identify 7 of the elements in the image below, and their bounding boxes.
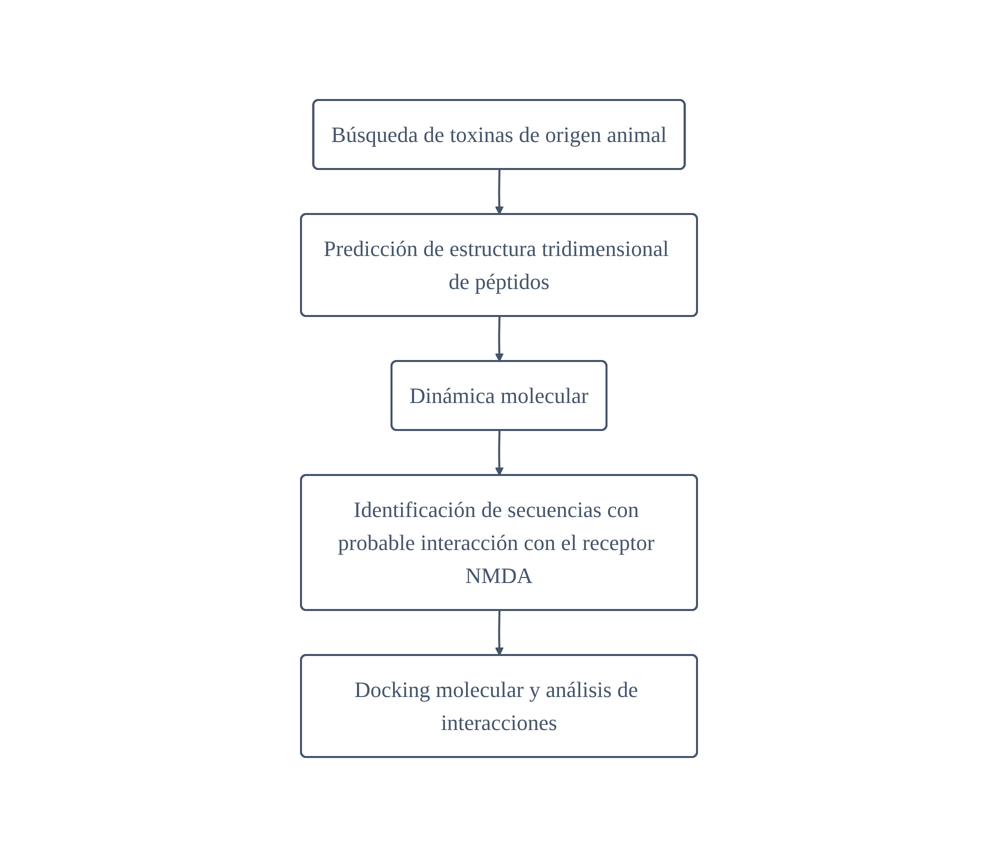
node-text: Predicción de estructura tridimensional de péptidos <box>323 236 668 294</box>
arrow <box>494 430 504 476</box>
node-text: Identificación de secuencias con probable interacción con el receptor NMDA <box>338 496 654 588</box>
arrow <box>494 610 504 656</box>
arrow <box>494 316 504 362</box>
arrow <box>494 168 504 214</box>
node-text: Docking molecular y análisis de interacciones <box>354 676 638 734</box>
